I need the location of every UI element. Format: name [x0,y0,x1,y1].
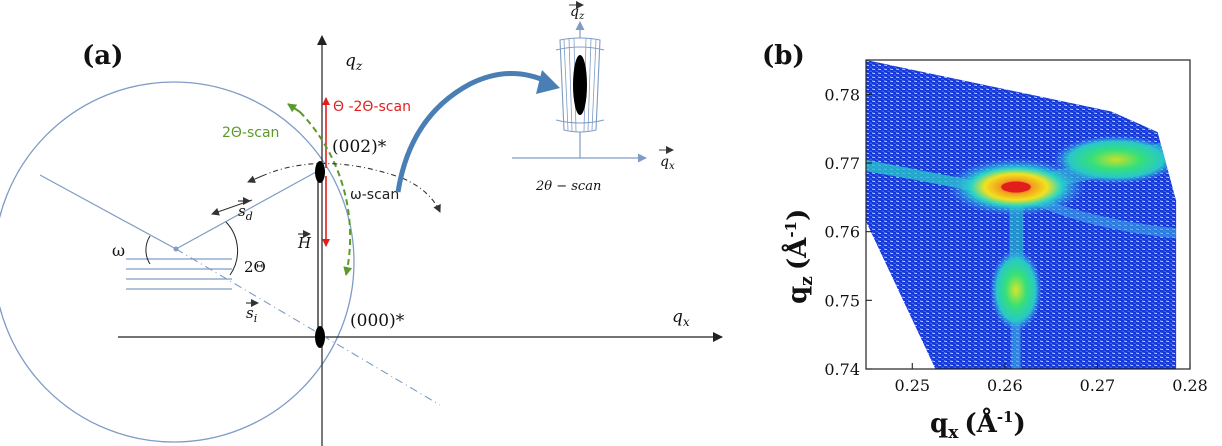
rsm-heatmap [866,60,1177,369]
incident-ray [39,174,177,250]
si-label: si [246,304,257,325]
inset-pointer-arrowhead [536,70,560,94]
diffuse-streak-lower-right [1015,187,1177,239]
panel-b-label: (b) [762,41,805,71]
x-tick-label: 0.27 [1080,376,1116,395]
inset-qx-label: qx [660,154,675,172]
omega-scan-label: ω-scan [350,187,399,203]
sd-vector [175,171,317,250]
inset-caption: 2θ − scan [535,179,601,194]
qz-axis-label: qz [345,51,363,73]
inset-qz-label: qz [570,4,585,22]
inset-reflection-point [573,55,587,115]
y-axis-label: qz(Å-1) [782,209,817,304]
omega-angle-arc [145,235,151,265]
x-tick-label: 0.26 [987,376,1023,395]
y-ticks: 0.74 0.75 0.76 0.77 0.78 [824,85,872,379]
two-theta-angle-label: 2Θ [244,258,266,276]
ewald-circle [0,81,355,443]
theta2theta-scan-label: Θ -2Θ-scan [333,99,411,115]
two-theta-angle-arc [225,221,239,276]
omega-angle-label: ω [112,241,125,260]
reflection-000-point [315,326,325,348]
main-peak-core [1001,181,1031,193]
two-theta-scan-label: 2Θ-scan [222,125,279,141]
reflection-002-label: (002)* [332,137,387,157]
y-tick-label: 0.76 [824,223,860,242]
inset-2theta-scan: qz qx 2θ − scan [512,1,675,194]
sd-label: sd [238,202,253,223]
lower-peak [990,248,1042,332]
incident-ray-extension [175,248,441,406]
two-theta-scan-arc-back [287,103,301,113]
x-axis-label: qx(Å-1) [930,408,1026,443]
vertical-streak-lower [1011,314,1021,369]
inset-pointer-arrow [395,71,550,193]
circle-center-dot [173,246,179,252]
y-tick-label: 0.77 [824,154,860,173]
panel-a-diagram: (a) qz qx H Θ -2Θ-scan 2Θ-scan ω-scan sd… [0,1,723,446]
x-tick-label: 0.25 [894,376,930,395]
panel-a-label: (a) [82,41,123,71]
upper-right-peak [1052,135,1177,184]
qx-axis-label: qx [672,307,690,329]
reflection-002-point [315,161,325,183]
plot-frame [865,59,1191,370]
y-tick-label: 0.78 [824,85,860,104]
x-ticks: 0.25 0.26 0.27 0.28 [894,363,1208,395]
omega-scan-arc [261,162,441,213]
two-theta-scan-arc [299,111,353,276]
y-tick-label: 0.74 [824,360,860,379]
omega-scan-arc-left [247,175,263,183]
reflection-000-label: (000)* [350,311,405,331]
h-vector-label: H [297,234,312,252]
y-tick-label: 0.75 [824,291,860,310]
sample-layers [126,258,232,290]
x-tick-label: 0.28 [1172,376,1208,395]
